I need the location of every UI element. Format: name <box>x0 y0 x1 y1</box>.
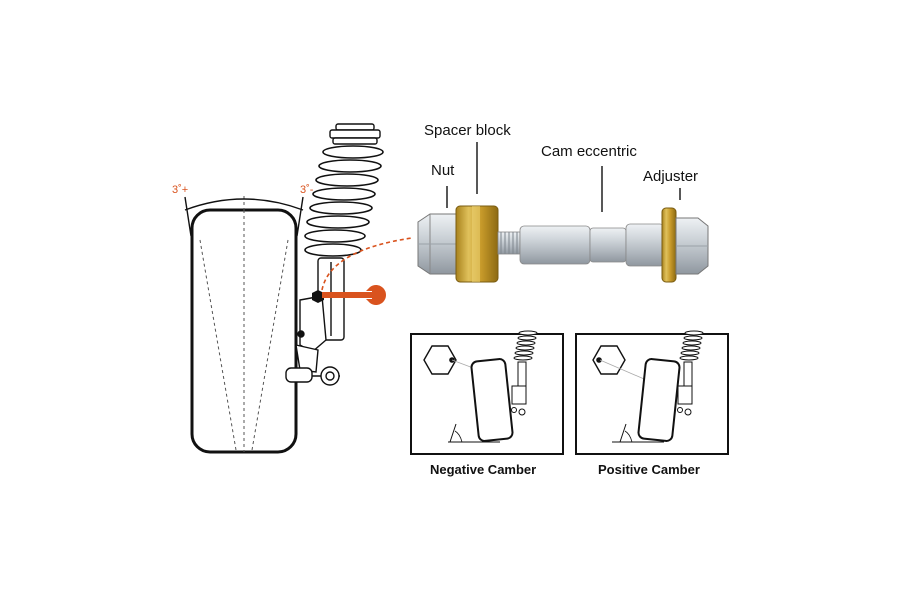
adjuster-bolt-marker <box>312 290 324 303</box>
nut-hex <box>417 213 457 275</box>
bolt-head-hex <box>675 217 709 275</box>
coil-spring <box>304 145 384 257</box>
positive-camber-panel <box>575 330 729 455</box>
steering-knuckle <box>285 295 340 386</box>
spacer-block-label: Spacer block <box>424 122 511 139</box>
threaded-shank <box>497 231 521 255</box>
positive-camber-caption: Positive Camber <box>598 462 700 477</box>
adjuster-label: Adjuster <box>643 168 699 185</box>
cam-eccentric-label: Cam eccentric <box>541 143 637 160</box>
wrench-icon <box>322 285 386 305</box>
tire-tread-lines <box>199 196 289 452</box>
adjuster-washer <box>661 207 677 283</box>
nut-label: Nut <box>431 162 455 179</box>
cam-eccentric-part <box>589 223 665 267</box>
spacer-block <box>455 205 499 283</box>
camber-angle-right: 3˚- <box>300 184 314 196</box>
camber-arc <box>184 196 304 237</box>
neg-hex-icon <box>423 345 457 375</box>
callout-dashed-curve <box>321 237 413 291</box>
part-leader-lines <box>446 142 681 212</box>
strut-top-mount <box>329 123 381 145</box>
negative-camber-panel <box>410 330 564 455</box>
pos-hex-icon <box>592 345 626 375</box>
bolt-shaft <box>519 225 591 265</box>
negative-camber-caption: Negative Camber <box>430 462 537 477</box>
camber-angle-left: 3˚+ <box>172 184 189 196</box>
